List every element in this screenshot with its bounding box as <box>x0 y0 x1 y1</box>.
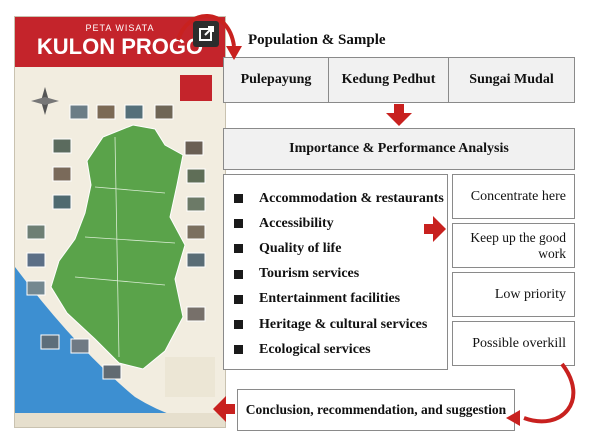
attribute-label: Heritage & cultural services <box>259 316 428 332</box>
attribute-label: Entertainment facilities <box>259 291 401 307</box>
bullet-icon <box>234 244 243 254</box>
quadrant-possible-overkill: Possible overkill <box>452 321 575 366</box>
attributes-box: Accommodation & restaurants Accessibilit… <box>223 174 448 370</box>
attribute-item: Ecological services <box>234 337 444 362</box>
attribute-label: Quality of life <box>259 240 342 256</box>
map-sea <box>15 267 225 427</box>
left-arrow-icon <box>213 396 235 422</box>
arrowhead-icon <box>506 410 520 426</box>
conclusion-box: Conclusion, recommendation, and suggesti… <box>237 389 515 431</box>
curved-arrow-bottom <box>523 362 576 424</box>
bullet-icon <box>234 219 243 229</box>
attribute-item: Entertainment facilities <box>234 287 444 312</box>
bullet-icon <box>234 294 243 304</box>
attribute-label: Accommodation & restaurants <box>259 190 444 206</box>
map-legend <box>165 357 215 397</box>
site-kedung-pedhut: Kedung Pedhut <box>328 57 449 103</box>
down-arrow-icon <box>386 104 412 126</box>
quadrant-keep-up: Keep up the good work <box>452 223 575 268</box>
bullet-icon <box>234 269 243 279</box>
right-arrow-icon <box>424 216 446 242</box>
map-logo-badge <box>180 75 212 101</box>
tourism-map-image: PETA WISATA KULON PROGO <box>14 16 226 428</box>
attribute-item: Accessibility <box>234 211 444 236</box>
site-sungai-mudal: Sungai Mudal <box>448 57 575 103</box>
quadrant-concentrate-here: Concentrate here <box>452 174 575 219</box>
bullet-icon <box>234 320 243 330</box>
quadrant-label: Concentrate here <box>470 188 566 204</box>
quadrant-label: Possible overkill <box>472 335 566 351</box>
attribute-label: Accessibility <box>259 215 334 231</box>
quadrant-label: Keep up the good work <box>470 229 566 261</box>
ipa-box: Importance & Performance Analysis <box>223 128 575 170</box>
map-region <box>50 124 186 370</box>
attribute-item: Quality of life <box>234 236 444 261</box>
quadrant-low-priority: Low priority <box>452 272 575 317</box>
attributes-list: Accommodation & restaurants Accessibilit… <box>234 186 444 362</box>
attribute-item: Heritage & cultural services <box>234 312 444 337</box>
map-artwork <box>15 75 225 427</box>
attribute-item: Tourism services <box>234 262 444 287</box>
bullet-icon <box>234 194 243 204</box>
bullet-icon <box>234 345 243 355</box>
photo-thumbnails <box>26 104 206 380</box>
population-sample-label: Population & Sample <box>248 32 386 48</box>
arrowhead-icon <box>226 46 242 60</box>
map-banner: PETA WISATA KULON PROGO <box>15 17 225 67</box>
quadrant-label: Low priority <box>494 286 566 302</box>
map-district-lines <box>74 136 176 358</box>
attribute-label: Ecological services <box>259 341 371 357</box>
curved-arrow-top <box>176 14 236 47</box>
compass-icon <box>31 87 59 115</box>
attribute-item: Accommodation & restaurants <box>234 186 444 211</box>
map-title: KULON PROGO <box>36 34 204 59</box>
expand-icon[interactable] <box>193 21 219 47</box>
site-pulepayung: Pulepayung <box>223 57 329 103</box>
attribute-label: Tourism services <box>259 266 360 282</box>
map-footer <box>15 413 225 427</box>
map-top-text: PETA WISATA <box>85 23 155 33</box>
